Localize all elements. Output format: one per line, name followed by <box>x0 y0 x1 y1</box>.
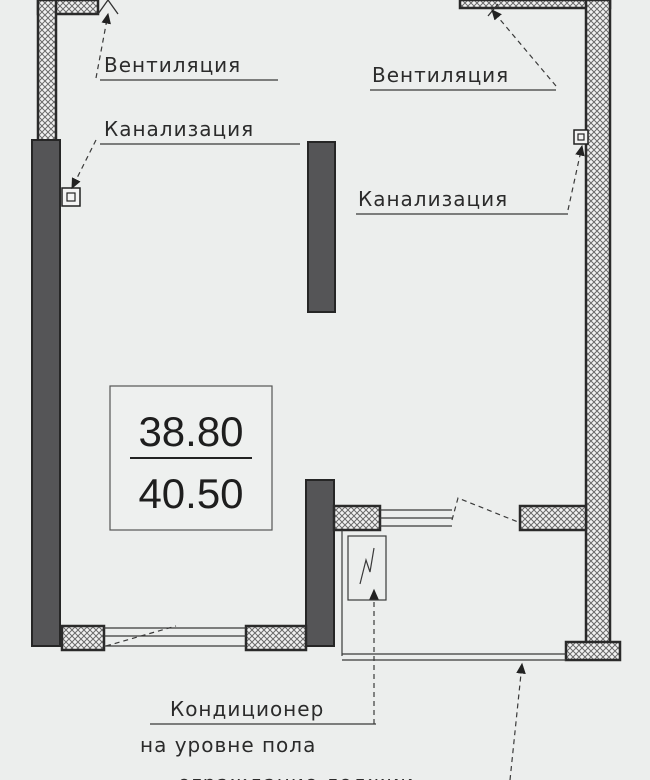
wall-right-foot <box>564 640 622 662</box>
label-ventilation-left: Вентиляция <box>104 53 241 77</box>
leader-vent-right <box>491 9 557 87</box>
label-sewer-right: Канализация <box>358 187 508 211</box>
partition-upper <box>307 141 336 313</box>
wall-stub-balcony-right <box>518 504 588 532</box>
label-ac-line2: на уровне пола <box>140 733 316 757</box>
balcony-door <box>380 497 519 527</box>
leader-sewer-right <box>567 144 585 211</box>
label-ventilation-right: Вентиляция <box>372 63 509 87</box>
partition-lower <box>305 479 335 647</box>
wall-right <box>584 0 612 648</box>
air-conditioner-unit <box>347 535 387 601</box>
area-total: 40.50 <box>138 470 243 517</box>
wall-stub-bottom-mid <box>244 624 308 652</box>
leader-railing <box>509 662 526 780</box>
wall-stub-bottom-left <box>60 624 106 652</box>
wall-left-solid <box>31 139 61 647</box>
label-sewer-left: Канализация <box>104 117 254 141</box>
area-living: 38.80 <box>138 408 243 455</box>
wall-stub-balcony-left <box>332 504 382 532</box>
vent-left-marker <box>97 0 119 15</box>
leader-vent-left <box>95 12 111 79</box>
sewer-riser-right <box>573 129 589 145</box>
label-railing: ограждание лоджии <box>178 771 414 780</box>
leader-sewer-left <box>71 139 97 190</box>
window-bottom <box>104 625 246 647</box>
wall-left-upper <box>36 0 58 144</box>
label-ac-line1: Кондиционер <box>170 697 324 721</box>
sewer-riser-left <box>61 187 81 207</box>
